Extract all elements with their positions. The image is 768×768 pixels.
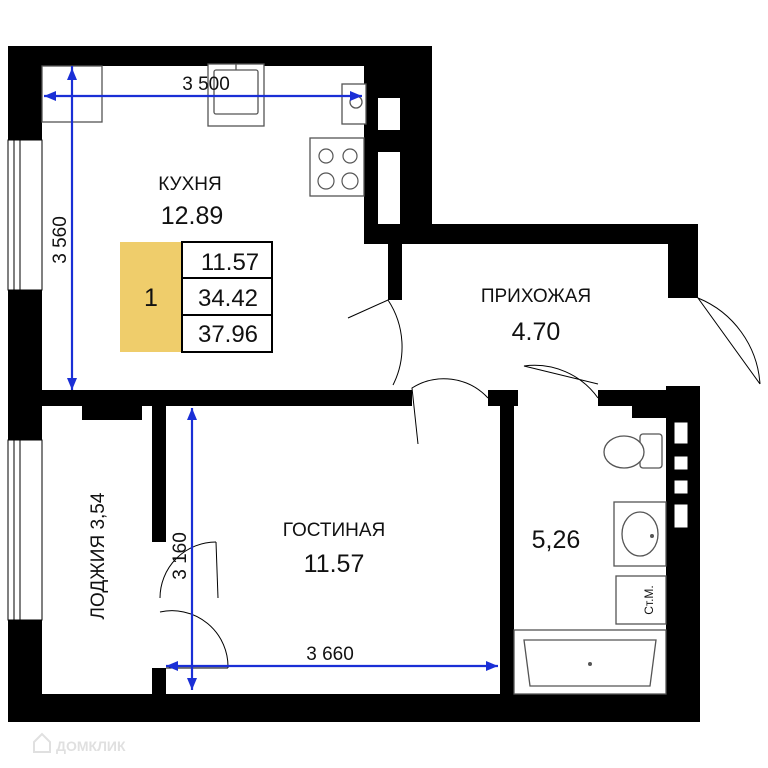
window-loggia	[7, 439, 43, 621]
dim-living-length: 3 160	[170, 532, 191, 580]
washer-label: Ст.М.	[642, 585, 656, 615]
wall-hall-top	[364, 224, 698, 244]
wall-hall-bottom-right	[598, 390, 698, 406]
wall-kitchen-right-inner	[364, 98, 378, 232]
bathroom-fixtures: Ст.М.	[513, 433, 667, 695]
toilet-bowl	[603, 435, 645, 469]
wall-hall-bottom-mid	[488, 390, 518, 406]
wall-kitchen-bottom-stub	[82, 406, 142, 420]
wall-living-bath	[500, 406, 514, 694]
door-living	[411, 378, 489, 445]
door-entrance	[696, 296, 761, 385]
dim-living-width: 3 660	[306, 644, 354, 665]
wall-hall-bottom-right-stub	[632, 406, 666, 418]
dim-kitchen-length: 3 560	[50, 216, 71, 264]
wall-vent-block	[378, 130, 400, 152]
living-area: 11.57	[304, 550, 365, 578]
kitchen-name: КУХНЯ	[158, 174, 221, 195]
wall-kitchen-right-outer	[400, 98, 432, 232]
watermark-text: ДОМКЛИК	[56, 738, 126, 754]
wall-top	[8, 46, 432, 66]
bathroom-area: 5,26	[532, 526, 581, 554]
wall-loggia-upper	[152, 406, 166, 542]
watermark: ДОМКЛИК	[33, 732, 126, 754]
wall-bottom	[8, 694, 700, 722]
rooms-count: 1	[144, 284, 158, 312]
door-kitchen	[347, 299, 403, 386]
living-area-value: 11.57	[201, 249, 259, 276]
wall-kitchen-right-top	[364, 46, 432, 98]
hallway-area: 4.70	[512, 318, 561, 346]
door-loggia-upper	[159, 541, 217, 599]
rooms-count-cell	[120, 242, 182, 352]
window-kitchen	[7, 139, 43, 291]
wall-kitchen-bottom	[42, 390, 412, 406]
hallway-name: ПРИХОЖАЯ	[481, 286, 591, 307]
kitchen-area: 12.89	[161, 202, 224, 230]
dimensions	[44, 66, 498, 690]
wall-kitchen-hall	[388, 244, 402, 300]
stove	[309, 137, 365, 197]
door-loggia-lower	[159, 610, 229, 669]
summary-badge	[120, 241, 273, 353]
bath-right-wall-openings	[673, 421, 689, 529]
wall-loggia-lower	[152, 668, 166, 694]
total-with-loggia-value: 37.96	[198, 321, 258, 348]
dim-kitchen-width: 3 500	[182, 74, 230, 95]
living-name: ГОСТИНАЯ	[283, 520, 385, 541]
domclick-house-icon	[33, 732, 51, 753]
windows	[7, 139, 43, 621]
washing-machine	[615, 575, 667, 625]
loggia-label: ЛОДЖИЯ 3,54	[88, 492, 109, 619]
door-bathroom	[523, 364, 599, 399]
total-area-value: 34.42	[198, 285, 258, 312]
